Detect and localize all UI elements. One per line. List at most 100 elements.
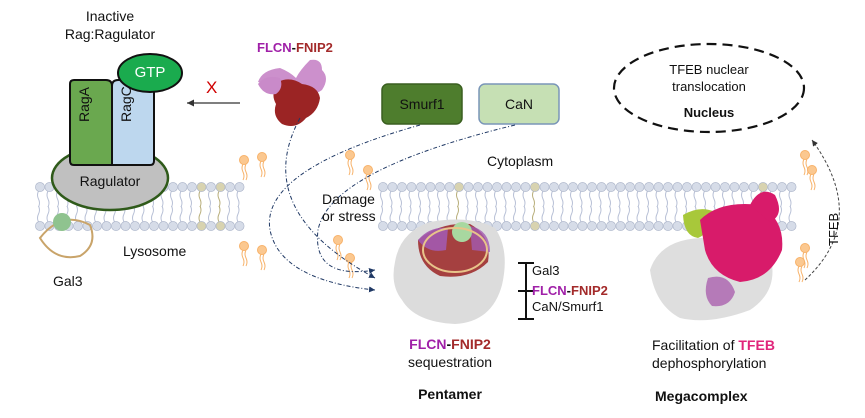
cytoplasm-label: Cytoplasm xyxy=(487,153,554,169)
dash-text: - xyxy=(446,336,452,352)
lipid-head xyxy=(501,182,512,192)
lipid-tail xyxy=(427,205,431,223)
lipid-head xyxy=(530,221,540,231)
lipid-tail xyxy=(503,190,507,208)
lipid-tail xyxy=(494,190,497,208)
inactive-title-line2: Rag:Ragulator xyxy=(64,26,156,42)
lipid-head xyxy=(177,182,188,192)
lipid-tail xyxy=(160,205,164,223)
lipid-head xyxy=(425,182,436,192)
lipid-head xyxy=(644,182,654,192)
lipid-head xyxy=(634,182,645,192)
lipid-head xyxy=(606,182,616,192)
dash-text: - xyxy=(291,40,297,55)
lipid-head xyxy=(215,221,226,231)
lipid-head xyxy=(606,221,616,231)
lipid-tail xyxy=(170,190,173,208)
lipid-tail xyxy=(788,190,792,208)
lipid-tail xyxy=(636,190,640,208)
lipid-tail xyxy=(389,205,393,223)
lipid-tail xyxy=(151,205,154,223)
lipid-tail xyxy=(722,190,725,208)
lipid-tail xyxy=(598,190,602,208)
lipid-tail xyxy=(617,205,621,223)
megacomplex-structure xyxy=(650,191,783,321)
lipid-head xyxy=(168,221,178,231)
lipid-tail xyxy=(198,190,202,208)
lipid-tail xyxy=(617,190,621,208)
lipid-head xyxy=(596,182,607,192)
dashed-paths xyxy=(268,117,516,293)
can-label: CaN xyxy=(504,96,533,112)
lipid-tail xyxy=(189,205,192,223)
lipid-tail xyxy=(198,205,202,223)
megacomplex-title: Megacomplex xyxy=(655,388,748,404)
dash-text: - xyxy=(566,283,572,298)
lysosome-label: Lysosome xyxy=(123,243,187,259)
lipid-tail xyxy=(418,205,421,223)
lipid-head xyxy=(539,182,550,192)
flcn-text: FLCN xyxy=(409,336,447,352)
free-lipid-tail xyxy=(802,158,809,176)
lipid-head xyxy=(406,182,417,192)
free-lipid-tail xyxy=(335,243,342,261)
lipid-head xyxy=(739,182,749,192)
lipid-tail xyxy=(494,205,497,223)
lipid-tail xyxy=(513,205,516,223)
lipid-head xyxy=(177,221,188,231)
lipid-tail xyxy=(484,190,488,208)
lipid-head xyxy=(444,182,455,192)
lipid-tail xyxy=(522,190,526,208)
lipid-tail xyxy=(788,205,792,223)
lipid-head xyxy=(196,182,207,192)
lipid-tail xyxy=(446,190,450,208)
lipid-tail xyxy=(712,190,716,208)
tfeb-text: TFEB xyxy=(738,337,775,353)
lipid-tail xyxy=(179,190,183,208)
lipid-tail xyxy=(217,205,221,223)
free-lipid-head xyxy=(807,165,817,175)
gal3-label: Gal3 xyxy=(53,273,83,289)
lipid-head xyxy=(720,182,730,192)
lipid-head xyxy=(206,182,216,192)
lipid-head xyxy=(558,182,569,192)
lipid-head xyxy=(187,182,197,192)
lipid-tail xyxy=(608,190,611,208)
lipid-tail xyxy=(541,205,545,223)
lipid-head xyxy=(234,182,245,192)
lipid-tail xyxy=(389,190,393,208)
lipid-tail xyxy=(37,205,40,223)
megacomplex-caption-line1: Facilitation of TFEB xyxy=(652,337,775,353)
free-lipid-head xyxy=(363,165,373,175)
lipid-tail xyxy=(236,205,240,223)
lipid-head xyxy=(454,182,464,192)
lipid-tail xyxy=(456,190,459,208)
lipid-tail xyxy=(465,190,469,208)
lipid-tail xyxy=(217,190,221,208)
lipid-tail xyxy=(408,205,412,223)
free-lipid-tail xyxy=(241,163,248,181)
fnip2-text: FNIP2 xyxy=(451,336,491,352)
lipid-head xyxy=(482,182,493,192)
lipid-head xyxy=(653,182,664,192)
lipid-head xyxy=(168,182,178,192)
lipid-head xyxy=(463,182,474,192)
lipid-head xyxy=(634,221,645,231)
lipid-head xyxy=(435,182,445,192)
lipid-head xyxy=(710,182,721,192)
lipid-head xyxy=(615,221,626,231)
lipid-head xyxy=(149,221,159,231)
lipid-head xyxy=(35,221,45,231)
flcn-fnip2-top-label: FLCN-FNIP2 xyxy=(257,40,333,56)
lipid-head xyxy=(568,221,578,231)
lipid-head xyxy=(767,182,778,192)
lipid-head xyxy=(653,221,664,231)
lipid-head xyxy=(568,182,578,192)
free-lipid-head xyxy=(333,235,343,245)
free-lipid-tail xyxy=(809,173,816,191)
lipid-tail xyxy=(475,190,478,208)
lipid-tail xyxy=(37,190,40,208)
lipid-tail xyxy=(408,190,412,208)
lipid-tail xyxy=(674,205,678,223)
lipid-head xyxy=(196,221,207,231)
